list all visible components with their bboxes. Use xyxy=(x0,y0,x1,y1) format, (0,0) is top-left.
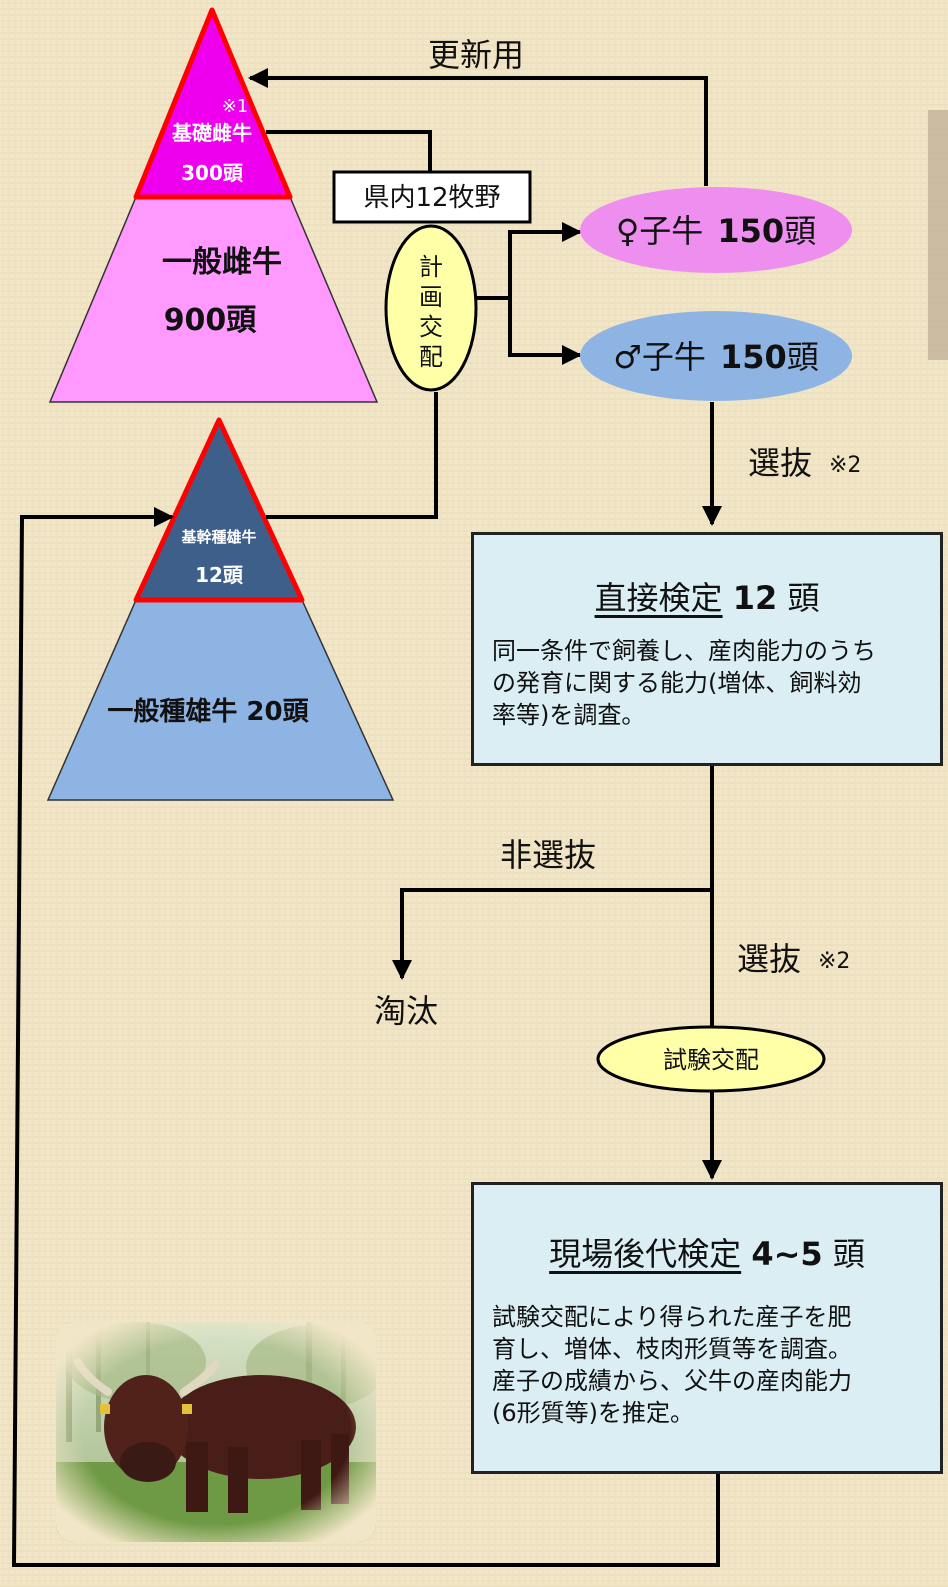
male-calves-ellipse xyxy=(580,311,852,401)
non-selection-label: 非選抜 xyxy=(500,836,596,874)
key-bull-count: 12頭 xyxy=(195,563,244,587)
cull-label: 淘汰 xyxy=(374,992,438,1030)
direct-test-title: 直接検定 12 頭 xyxy=(594,579,820,617)
general-cow-count: 900頭 xyxy=(164,303,258,338)
edge-image-fragment xyxy=(928,110,948,360)
note-2-second: ※2 xyxy=(818,949,850,974)
general-bull-label: 一般種雄牛 20頭 xyxy=(107,697,309,727)
farms-label: 県内12牧野 xyxy=(363,183,500,213)
planned-mating-char-2: 画 xyxy=(419,283,443,311)
bull-illustration xyxy=(56,1322,376,1542)
male-pyramid: 基幹種雄牛 12頭 一般種雄牛 20頭 xyxy=(46,417,395,801)
test-mating-ellipse xyxy=(596,1025,826,1093)
farms-box xyxy=(332,170,532,224)
line-mating-to-bulls xyxy=(266,392,438,519)
planned-mating-char-3: 交 xyxy=(419,313,443,341)
line-foundation-to-farms xyxy=(266,130,432,175)
female-pyramid-top xyxy=(133,7,293,200)
female-calves-ellipse xyxy=(580,187,852,273)
selection-label-2: 選抜 xyxy=(737,940,801,978)
arrow-to-female-calves xyxy=(476,222,582,300)
renewal-label: 更新用 xyxy=(428,36,524,74)
progeny-test-title: 現場後代検定 4~5 頭 xyxy=(549,1235,865,1273)
female-pyramid-bottom xyxy=(48,196,379,403)
note-1: ※1 xyxy=(222,96,249,117)
arrow-feedback-loop xyxy=(11,507,720,1567)
foundation-cow-label: 基礎雌牛 xyxy=(172,121,252,145)
female-pyramid: ※1 基礎雌牛 300頭 一般雌牛 900頭 xyxy=(48,7,379,403)
arrow-to-cull xyxy=(392,888,712,980)
connector-lines xyxy=(11,68,722,1567)
male-pyramid-top xyxy=(133,417,305,603)
key-bull-label: 基幹種雄牛 xyxy=(180,528,256,546)
direct-test-box: 直接検定 12 頭 同一条件で飼養し、産肉能力のうち の発育に関する能力(増体、… xyxy=(471,532,943,766)
progeny-test-description: 試験交配により得られた産子を肥 育し、増体、枝肉形質等を調査。 産子の成績から、… xyxy=(492,1303,852,1427)
bull-photo xyxy=(56,1322,376,1542)
test-mating-label: 試験交配 xyxy=(663,1046,759,1074)
note-2-first: ※2 xyxy=(829,453,861,478)
arrow-renewal xyxy=(248,68,708,186)
planned-mating-char-4: 配 xyxy=(419,343,443,371)
arrow-to-male-calves xyxy=(508,298,582,365)
foundation-cow-count: 300頭 xyxy=(181,161,244,185)
planned-mating-ellipse xyxy=(384,224,478,392)
direct-test-description: 同一条件で飼養し、産肉能力のうち の発育に関する能力(増体、飼料効 率等)を調査… xyxy=(492,637,876,729)
selection-label-1: 選抜 xyxy=(748,444,812,482)
progeny-test-box: 現場後代検定 4~5 頭 試験交配により得られた産子を肥 育し、増体、枝肉形質等… xyxy=(471,1182,943,1474)
general-cow-label: 一般雌牛 xyxy=(162,245,282,280)
planned-mating-char-1: 計 xyxy=(419,253,443,281)
